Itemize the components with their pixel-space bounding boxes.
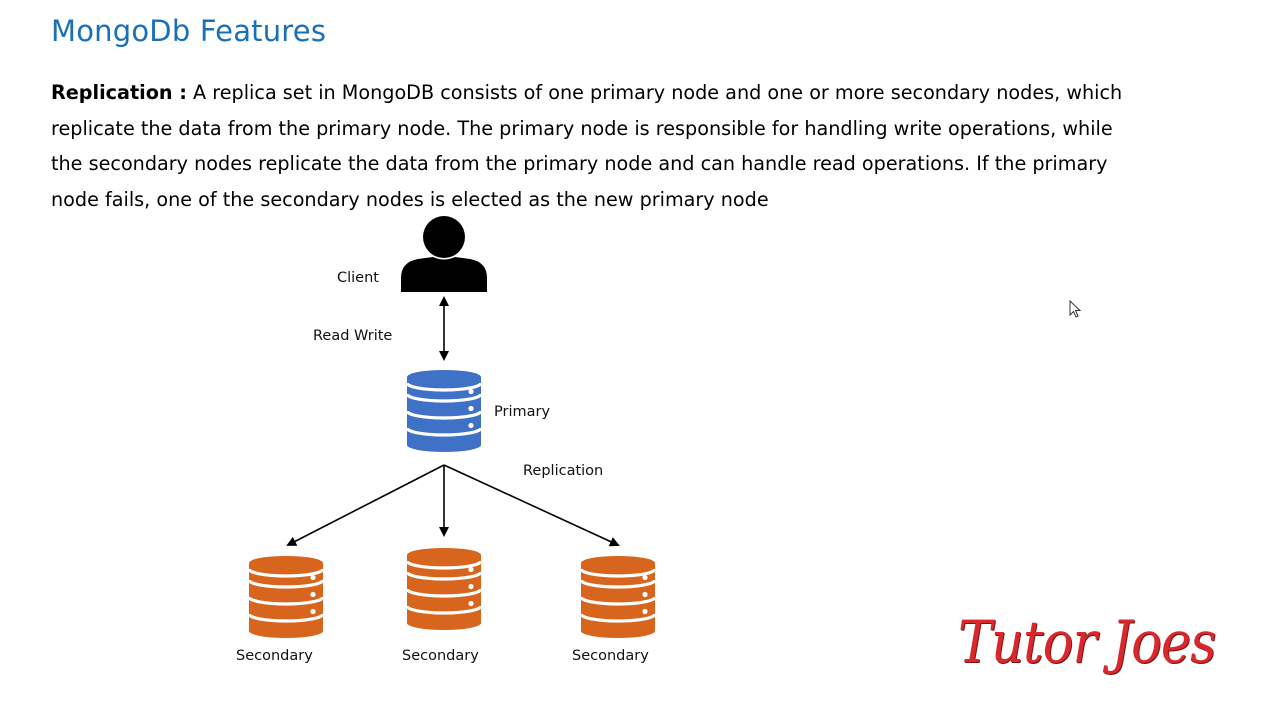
primary-label: Primary	[494, 404, 551, 420]
client-label: Client	[337, 270, 379, 286]
secondary-label-3: Secondary	[572, 648, 649, 664]
client-person-icon	[401, 216, 487, 292]
replication-arrows	[286, 464, 620, 547]
primary-database-icon	[405, 370, 483, 452]
secondary-database-icon-2	[405, 548, 483, 630]
secondary-database-icon-1	[247, 556, 325, 638]
cursor-icon	[1069, 300, 1082, 318]
read-write-label: Read Write	[313, 328, 393, 344]
replication-label: Replication	[523, 463, 604, 479]
secondary-database-icon-3	[579, 556, 657, 638]
replication-description: A replica set in MongoDB consists of one…	[51, 81, 1123, 211]
secondary-label-2: Secondary	[402, 648, 479, 664]
secondary-label-1: Secondary	[236, 648, 313, 664]
tutor-joes-logo: Tutor Joes	[958, 608, 1216, 676]
page-title: MongoDb Features	[51, 14, 327, 48]
replication-term: Replication :	[51, 81, 187, 104]
replication-paragraph: Replication : A replica set in MongoDB c…	[51, 75, 1131, 217]
